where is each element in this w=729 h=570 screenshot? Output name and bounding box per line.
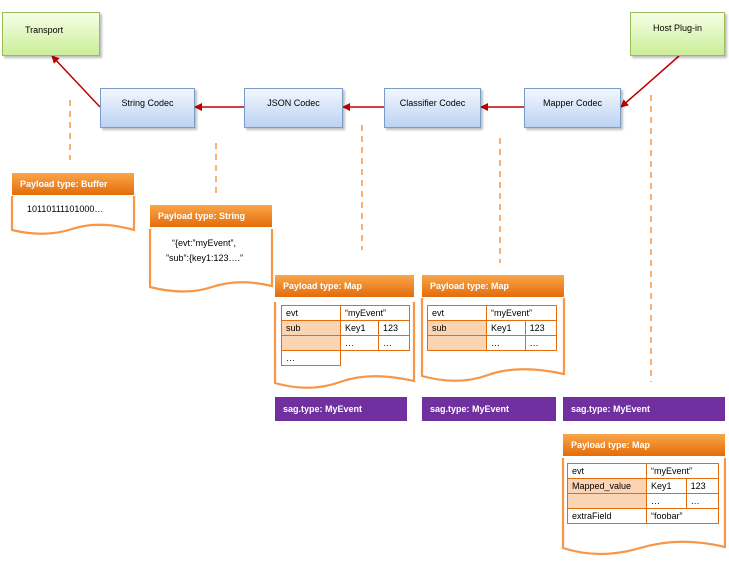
table-cell: …	[339, 335, 380, 351]
mapper-codec-label: Mapper Codec	[542, 98, 603, 108]
arrow-string-to-transport	[51, 55, 101, 108]
sag-type-label-3: sag.type: MyEvent	[563, 397, 725, 421]
sag-type-label-1: sag.type: MyEvent	[275, 397, 407, 421]
classifier-codec-box: Classifier Codec	[384, 88, 481, 128]
table-row: extraField “foobar”	[567, 508, 719, 524]
table-cell: …	[685, 493, 720, 509]
table-cell	[379, 351, 410, 366]
table-cell: …	[486, 335, 526, 351]
table-cell: “myEvent”	[486, 305, 557, 321]
table-cell: Key1	[339, 320, 380, 336]
string-codec-box: String Codec	[100, 88, 195, 128]
string-payload-line2: ”sub”:{key1:123….”	[166, 253, 244, 263]
table-cell: evt	[567, 463, 647, 479]
table-cell: sub	[281, 320, 341, 336]
table-row: sub Key1 123	[281, 320, 410, 336]
table-row: sub Key1 123	[427, 320, 558, 336]
mapper-codec-box: Mapper Codec	[524, 88, 621, 128]
table-cell: …	[646, 493, 687, 509]
host-plugin-label: Host Plug-in	[652, 23, 703, 33]
map2-payload-header: Payload type: Map	[422, 275, 564, 297]
map3-table: evt “myEvent” Mapped_value Key1 123 … … …	[567, 463, 720, 524]
table-row: … …	[427, 335, 558, 351]
table-cell: extraField	[567, 508, 647, 524]
table-cell: 123	[685, 478, 720, 494]
table-cell	[567, 493, 647, 509]
json-codec-box: JSON Codec	[244, 88, 343, 128]
table-row: evt “myEvent”	[281, 305, 410, 321]
map2-table: evt “myEvent” sub Key1 123 … …	[427, 305, 558, 351]
map2-doc-frame	[420, 298, 566, 382]
table-cell	[281, 335, 341, 351]
map3-payload-header: Payload type: Map	[563, 434, 725, 456]
buffer-doc-frame	[10, 196, 136, 235]
map1-doc-frame	[273, 302, 416, 389]
table-cell: 123	[378, 320, 410, 336]
string-payload-header: Payload type: String	[150, 205, 272, 227]
table-cell: …	[378, 335, 410, 351]
buffer-payload-content: 10110111101000…	[27, 204, 104, 214]
map1-payload-header: Payload type: Map	[275, 275, 414, 297]
table-cell: “myEvent”	[340, 305, 410, 321]
string-codec-label: String Codec	[121, 98, 174, 108]
transport-box: Transport	[2, 12, 100, 56]
table-cell: …	[524, 335, 558, 351]
string-payload-line1: “{evt:”myEvent”,	[172, 238, 237, 248]
table-cell: Mapped_value	[567, 478, 647, 494]
table-row: …	[281, 350, 410, 366]
table-cell	[341, 351, 379, 366]
json-codec-label: JSON Codec	[267, 98, 320, 108]
classifier-codec-label: Classifier Codec	[399, 98, 466, 108]
table-cell	[427, 335, 487, 351]
table-row: … …	[567, 493, 720, 509]
table-cell: evt	[427, 305, 487, 321]
table-row: evt “myEvent”	[427, 305, 557, 321]
table-cell: “myEvent”	[646, 463, 719, 479]
host-plugin-box: Host Plug-in	[630, 12, 725, 56]
table-cell: evt	[281, 305, 341, 321]
string-doc-frame	[148, 229, 274, 293]
buffer-payload-header: Payload type: Buffer	[12, 173, 134, 195]
table-cell: sub	[427, 320, 487, 336]
map1-table: evt “myEvent” sub Key1 123 … … …	[281, 305, 410, 366]
table-cell: “foobar”	[646, 508, 719, 524]
table-row: … …	[281, 335, 410, 351]
table-cell: 123	[524, 320, 558, 336]
table-cell: Key1	[486, 320, 526, 336]
table-cell: Key1	[646, 478, 687, 494]
arrow-host-to-mapper	[620, 55, 680, 108]
map3-doc-frame	[561, 458, 727, 556]
table-cell: …	[281, 350, 341, 366]
transport-label: Transport	[25, 25, 64, 35]
table-row: evt “myEvent”	[567, 463, 719, 479]
table-row: Mapped_value Key1 123	[567, 478, 720, 494]
sag-type-label-2: sag.type: MyEvent	[422, 397, 556, 421]
